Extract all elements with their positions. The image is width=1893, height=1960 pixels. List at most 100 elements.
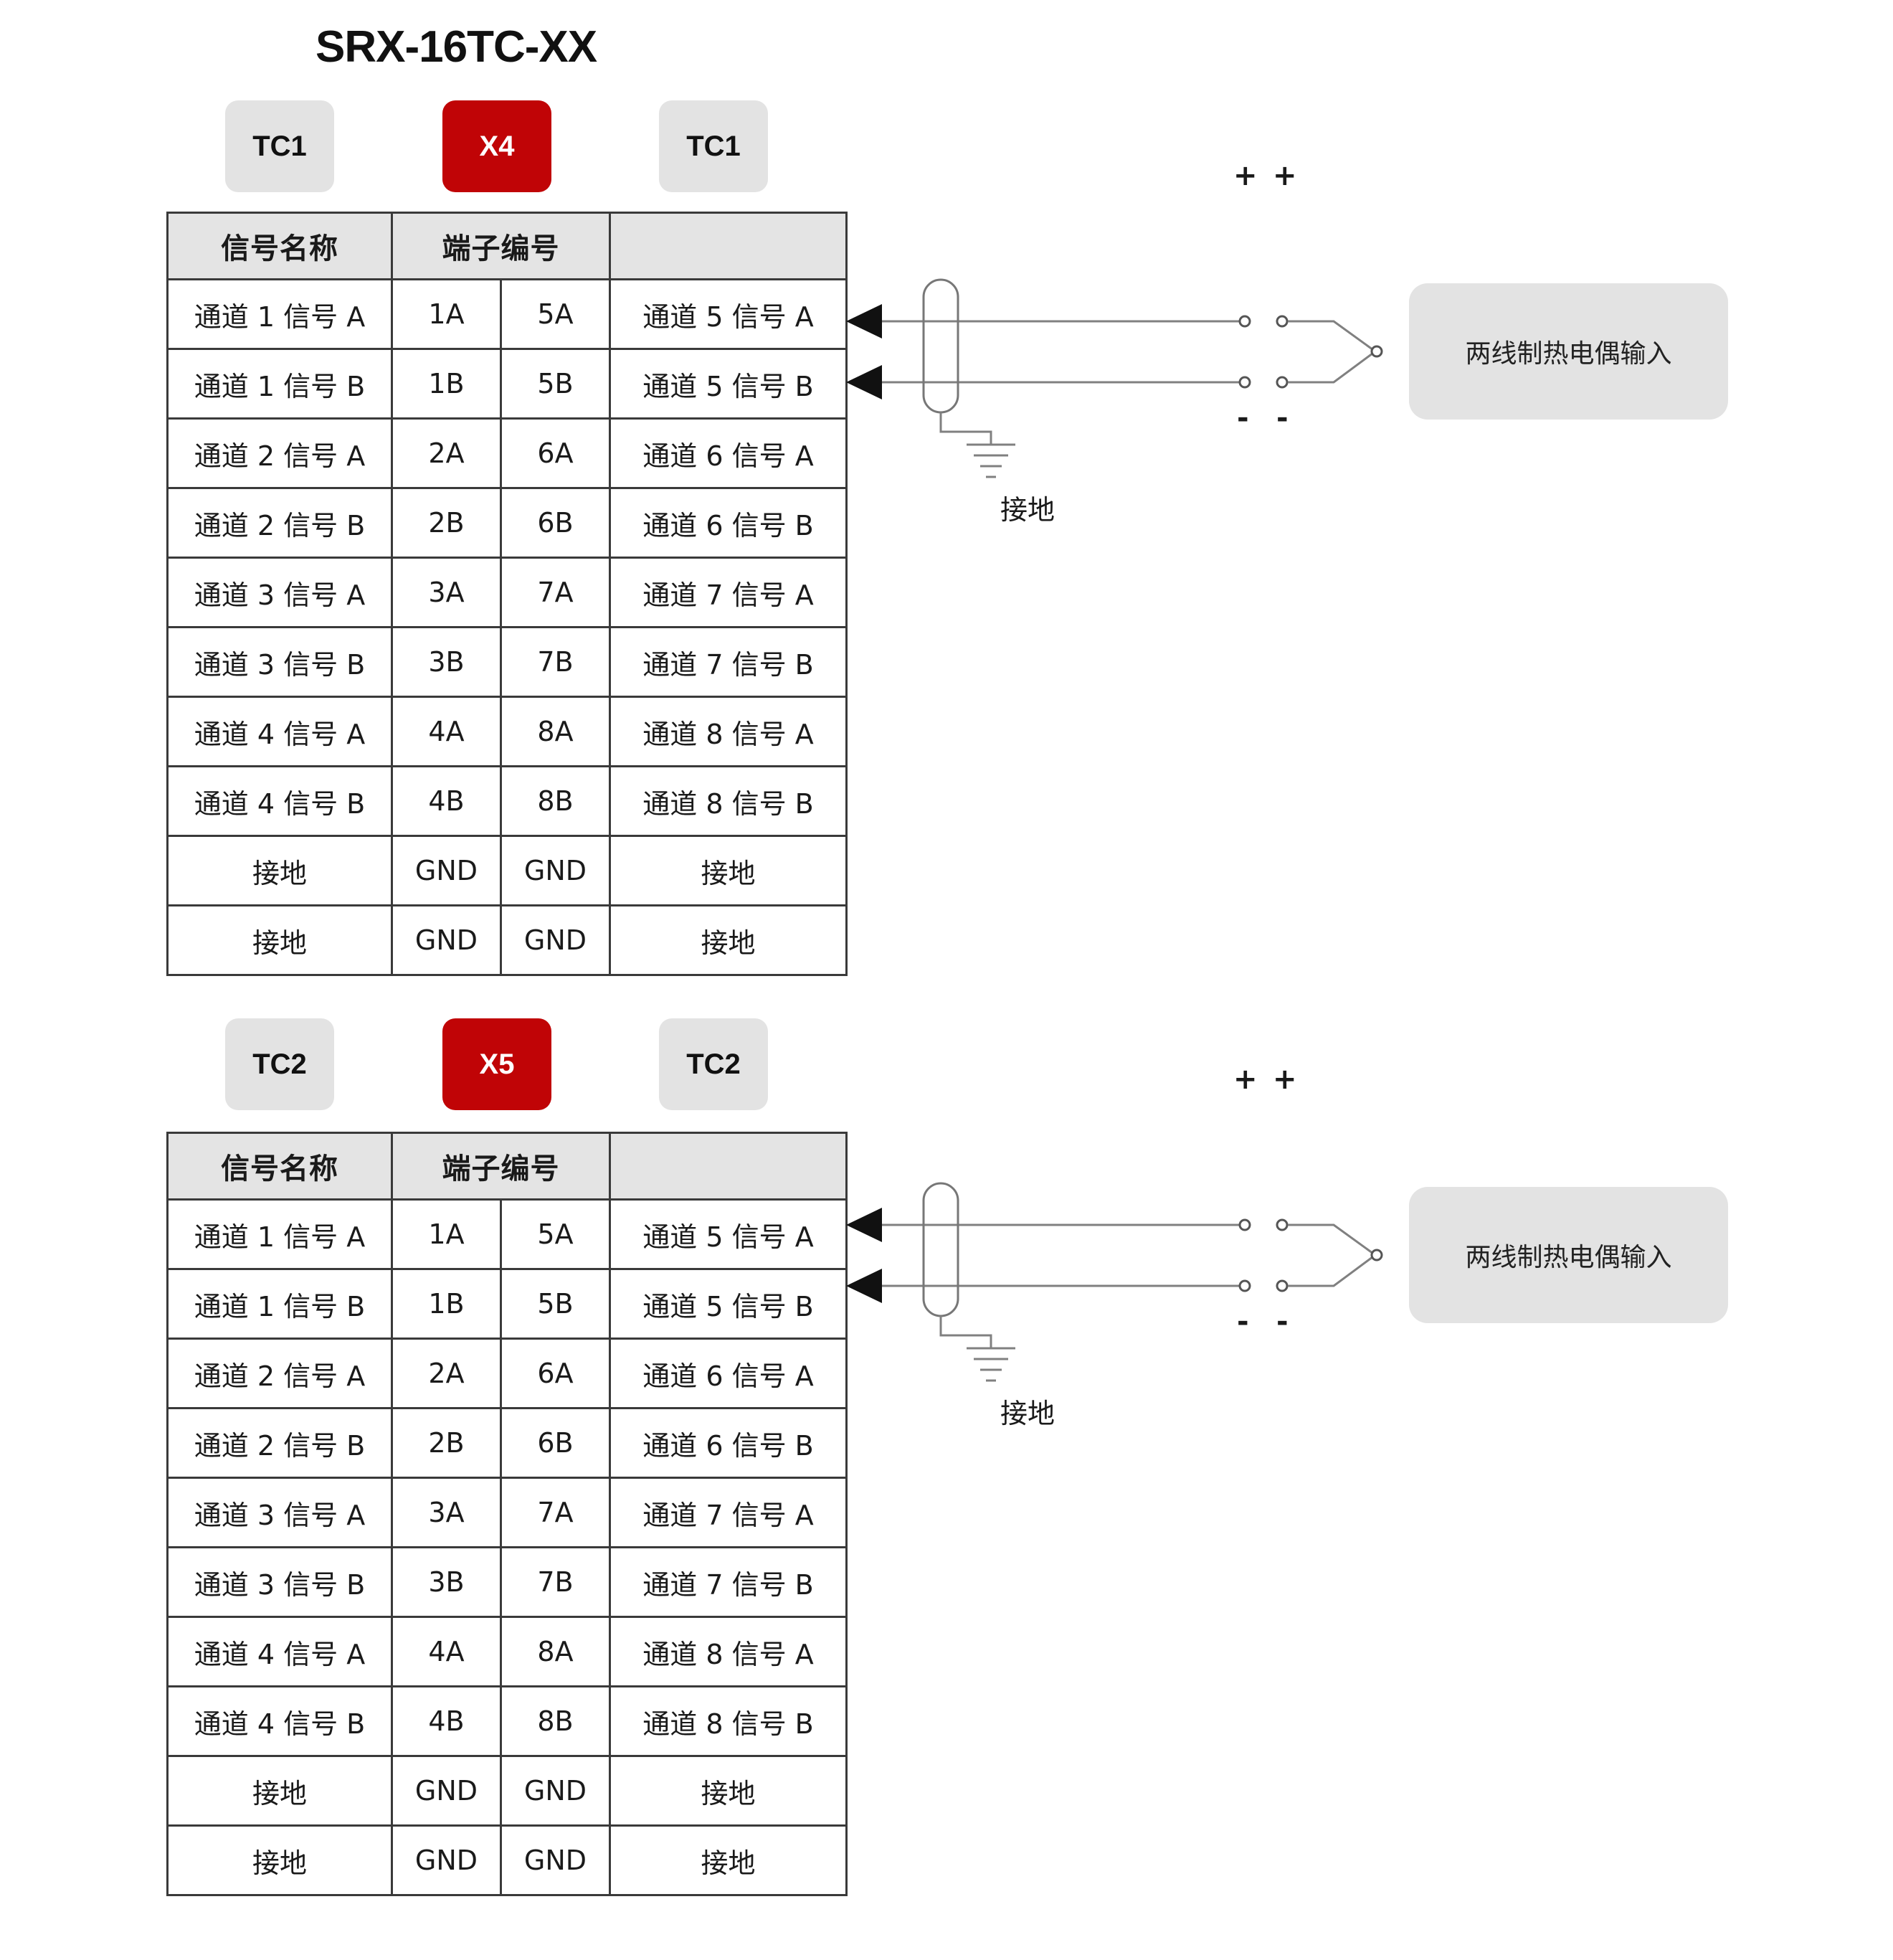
pin-table-body-tc2: 通道 1 信号 A 1A 5A 通道 5 信号 A 通道 1 信号 B 1B 5…: [166, 1198, 848, 1896]
table-row: 通道 1 信号 B 1B 5B 通道 5 信号 B: [166, 348, 848, 420]
cell-terminal-right: 7B: [500, 626, 611, 698]
input-type-label: 两线制热电偶输入: [1465, 1243, 1672, 1272]
terminal-circle-left-plus-icon: [1238, 1218, 1251, 1231]
cell-signal-right: 通道 5 信号 A: [609, 1198, 848, 1270]
cell-signal-right: 通道 8 信号 A: [609, 696, 848, 767]
arrow-left-lower-icon: [846, 365, 882, 399]
wiring-diagram-tc1: [839, 273, 1427, 516]
cell-signal-right: 接地: [609, 904, 848, 976]
cell-terminal-left: 1A: [391, 1198, 502, 1270]
ground-lead: [939, 1316, 992, 1348]
cell-signal-right: 通道 6 信号 A: [609, 1338, 848, 1409]
table-row: 通道 2 信号 B 2B 6B 通道 6 信号 B: [166, 487, 848, 559]
polarity-minus-right: -: [1276, 1305, 1289, 1338]
terminal-circle-left-plus-icon: [1238, 315, 1251, 328]
header-blank: [609, 212, 848, 280]
table-header-row: 信号名称 端子编号: [166, 212, 848, 280]
cell-signal-left: 通道 3 信号 B: [166, 1546, 393, 1618]
table-row: 接地 GND GND 接地: [166, 835, 848, 906]
cell-signal-right: 通道 5 信号 A: [609, 278, 848, 350]
cell-terminal-left: 1B: [391, 348, 502, 420]
junction-point-icon: [1370, 345, 1383, 358]
cell-signal-right: 接地: [609, 1755, 848, 1827]
cell-terminal-right: 5B: [500, 1268, 611, 1340]
cell-terminal-left: 3B: [391, 1546, 502, 1618]
table-row: 通道 3 信号 B 3B 7B 通道 7 信号 B: [166, 626, 848, 698]
badge-label: X4: [479, 130, 515, 162]
ground-lead: [939, 412, 992, 445]
cell-terminal-left: 3B: [391, 626, 502, 698]
cell-terminal-left: 3A: [391, 557, 502, 628]
table-row: 接地 GND GND 接地: [166, 1824, 848, 1896]
badge-tc1-right[interactable]: TC1: [659, 100, 768, 192]
cell-signal-left: 通道 3 信号 A: [166, 557, 393, 628]
cell-signal-right: 通道 7 信号 B: [609, 626, 848, 698]
polarity-plus-right: +: [1273, 1063, 1297, 1096]
cell-terminal-left: GND: [391, 904, 502, 976]
cell-signal-left: 通道 4 信号 B: [166, 765, 393, 837]
cell-signal-left: 通道 2 信号 A: [166, 1338, 393, 1409]
table-row: 接地 GND GND 接地: [166, 1755, 848, 1827]
polarity-minus-left: -: [1237, 402, 1249, 435]
junction-lead-lower: [1288, 1254, 1376, 1287]
badge-tc2-right[interactable]: TC2: [659, 1018, 768, 1110]
pin-table-tc2: 信号名称 端子编号 通道 1 信号 A 1A 5A 通道 5 信号 A 通道 1…: [166, 1132, 848, 1896]
polarity-plus-right: +: [1273, 159, 1297, 192]
cell-terminal-right: GND: [500, 904, 611, 976]
cell-terminal-right: 8B: [500, 1685, 611, 1757]
wiring-diagram-tc2: [839, 1176, 1427, 1420]
badge-label: TC2: [686, 1048, 741, 1080]
ground-symbol-icon: [967, 1347, 1015, 1382]
cell-terminal-right: 8A: [500, 1616, 611, 1687]
terminal-circle-right-plus-icon: [1276, 315, 1289, 328]
polarity-plus-left: +: [1233, 159, 1258, 192]
badge-x5[interactable]: X5: [442, 1018, 551, 1110]
cell-terminal-left: 2A: [391, 1338, 502, 1409]
polarity-minus-left: -: [1237, 1305, 1249, 1338]
input-type-box-tc1: 两线制热电偶输入: [1409, 283, 1728, 420]
cell-terminal-right: 5A: [500, 1198, 611, 1270]
header-blank: [609, 1132, 848, 1201]
table-row: 通道 4 信号 B 4B 8B 通道 8 信号 B: [166, 765, 848, 837]
pin-table-body-tc1: 通道 1 信号 A 1A 5A 通道 5 信号 A 通道 1 信号 B 1B 5…: [166, 278, 848, 976]
shield-capsule-icon: [922, 278, 959, 414]
cell-signal-right: 通道 8 信号 A: [609, 1616, 848, 1687]
table-row: 通道 3 信号 B 3B 7B 通道 7 信号 B: [166, 1546, 848, 1618]
cell-signal-right: 接地: [609, 1824, 848, 1896]
cell-terminal-right: 6B: [500, 1407, 611, 1479]
table-row: 通道 2 信号 A 2A 6A 通道 6 信号 A: [166, 417, 848, 489]
cell-signal-left: 通道 3 信号 B: [166, 626, 393, 698]
header-terminal-number: 端子编号: [391, 212, 611, 280]
cell-signal-right: 通道 6 信号 A: [609, 417, 848, 489]
cell-terminal-right: 7B: [500, 1546, 611, 1618]
cell-signal-left: 接地: [166, 835, 393, 906]
cell-terminal-right: GND: [500, 1755, 611, 1827]
cell-signal-right: 通道 7 信号 A: [609, 557, 848, 628]
table-header-row: 信号名称 端子编号: [166, 1132, 848, 1201]
cell-signal-left: 接地: [166, 1824, 393, 1896]
table-row: 接地 GND GND 接地: [166, 904, 848, 976]
cell-signal-left: 通道 1 信号 A: [166, 1198, 393, 1270]
badge-label: TC1: [252, 130, 307, 162]
cell-signal-right: 通道 5 信号 B: [609, 1268, 848, 1340]
table-row: 通道 2 信号 A 2A 6A 通道 6 信号 A: [166, 1338, 848, 1409]
arrow-left-lower-icon: [846, 1269, 882, 1303]
cell-signal-left: 通道 2 信号 B: [166, 487, 393, 559]
junction-lead-upper: [1288, 320, 1376, 353]
arrow-left-upper-icon: [846, 1208, 882, 1242]
badge-tc1-left[interactable]: TC1: [225, 100, 334, 192]
cell-terminal-right: 7A: [500, 557, 611, 628]
cell-terminal-right: 6B: [500, 487, 611, 559]
cell-signal-left: 通道 4 信号 A: [166, 1616, 393, 1687]
badge-tc2-left[interactable]: TC2: [225, 1018, 334, 1110]
badge-x4[interactable]: X4: [442, 100, 551, 192]
cell-terminal-left: GND: [391, 1755, 502, 1827]
cell-signal-right: 通道 6 信号 B: [609, 1407, 848, 1479]
cell-signal-left: 通道 3 信号 A: [166, 1477, 393, 1548]
ground-symbol-icon: [967, 443, 1015, 478]
input-type-label: 两线制热电偶输入: [1465, 339, 1672, 369]
polarity-minus-right: -: [1276, 402, 1289, 435]
cell-signal-left: 通道 1 信号 B: [166, 348, 393, 420]
terminal-circle-left-minus-icon: [1238, 376, 1251, 389]
cell-signal-left: 通道 2 信号 A: [166, 417, 393, 489]
